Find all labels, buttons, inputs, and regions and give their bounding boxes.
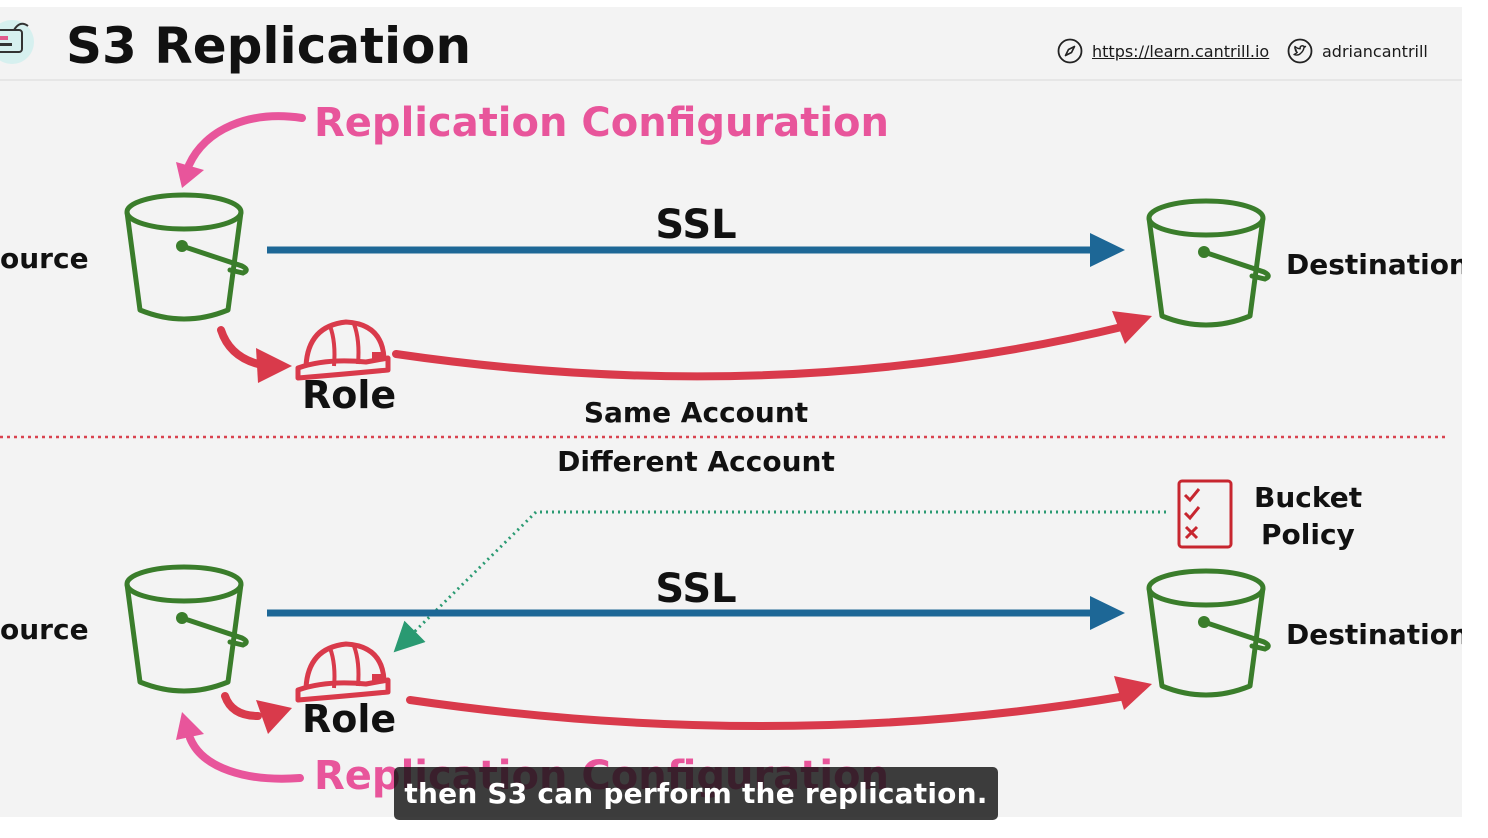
ssl-arrowhead [1090,596,1125,630]
replication-config-arrowhead [176,712,204,740]
policy-trust-line [393,510,1166,653]
role-to-destination-arrow [392,322,1130,381]
replication-config-arrow [185,112,306,169]
hard-hat-icon [295,641,391,703]
bucket-to-role-arrow [221,692,262,720]
different-account-label: Different Account [557,445,835,478]
role-to-destination-arrow [406,692,1130,731]
video-caption: then S3 can perform the replication. [394,767,998,820]
bucket-icon [1146,198,1271,328]
twitter-handle[interactable]: adriancantrill [1322,41,1428,61]
checklist-icon [1177,479,1233,549]
website-link[interactable]: https://learn.cantrill.io [1057,37,1269,65]
source-label: ource [0,242,89,275]
bucket-icon [1146,568,1271,698]
diagram-canvas: S3 Replication Replication Configuration… [0,17,1462,799]
page-title: S3 Replication [66,17,471,75]
role-to-destination-arrowhead [1112,311,1152,344]
role-label: Role [302,373,396,417]
twitter-link[interactable]: adriancantrill [1287,37,1428,65]
ssl-label: SSL [655,566,736,612]
bucket-to-role-arrowhead [256,348,292,383]
role-label: Role [302,697,396,741]
ssl-arrowhead [1090,233,1125,267]
replication-config-label: Replication Configuration [314,100,889,146]
hard-hat-icon [295,319,391,381]
bucket-to-role-arrowhead [256,700,292,734]
destination-label: Destination [1286,618,1462,651]
player-right-strip [1462,0,1488,838]
role-to-destination-arrowhead [1114,676,1152,710]
player-bottom-strip [0,817,1488,838]
replication-config-arrow [186,734,304,783]
bucket-icon [124,564,249,694]
bucket-policy-label-line1: Bucket [1254,481,1362,514]
ssl-label: SSL [655,202,736,248]
same-account-label: Same Account [584,396,808,429]
bucket-policy-label-line2: Policy [1261,518,1355,551]
destination-label: Destination [1286,248,1462,281]
logo-icon [0,20,34,64]
slide: S3 Replication Replication Configuration… [0,7,1462,817]
replication-config-arrowhead [176,162,204,188]
compass-icon [1057,38,1083,64]
bucket-icon [124,192,249,322]
bucket-to-role-arrow [217,326,266,369]
source-label: ource [0,613,89,646]
twitter-bird-icon [1287,38,1313,64]
website-link-text[interactable]: https://learn.cantrill.io [1092,41,1270,61]
